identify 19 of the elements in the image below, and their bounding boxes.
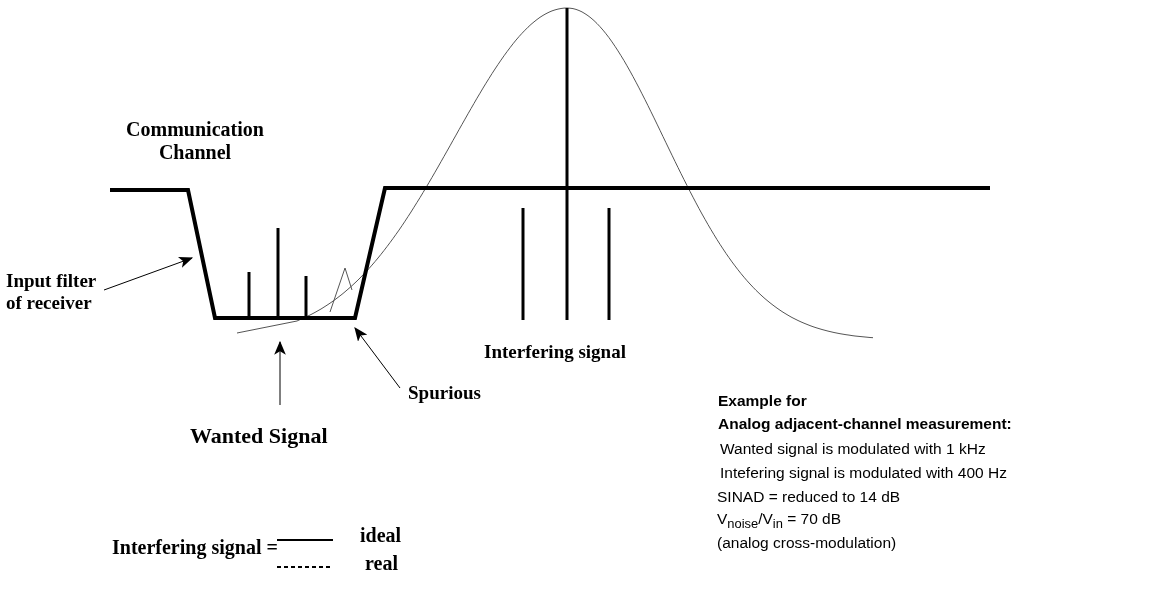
signal-label: Interfering signal: [484, 341, 626, 363]
heading-text: Communication Channel: [125, 118, 265, 164]
callout-text: Input filter of receiver: [6, 270, 106, 314]
note-text: V$_{noise}$/V$_{in}$ = 70 dB: [717, 510, 842, 532]
legend-label: real: [365, 552, 398, 575]
note-text: Intefering signal is modulated with 400 Hz: [720, 464, 1007, 483]
note-text: SINAD = reduced to 14 dB: [717, 488, 901, 507]
arrow: [274, 340, 286, 406]
callout-text: Spurious: [408, 382, 481, 404]
note-heading: Example for: [718, 392, 807, 411]
callout-text: Wanted Signal: [190, 423, 328, 449]
note-heading: Analog adjacent-channel measurement:: [718, 415, 1012, 434]
note-text: Wanted signal is modulated with 1 kHz: [720, 440, 986, 459]
arrow: [354, 327, 401, 389]
legend-title: Interfering signal =: [112, 536, 278, 559]
arrow: [103, 256, 194, 291]
filter-response-curve: [110, 186, 990, 320]
legend-label: ideal: [360, 524, 402, 547]
note-text: (analog cross-modulation): [717, 534, 897, 553]
